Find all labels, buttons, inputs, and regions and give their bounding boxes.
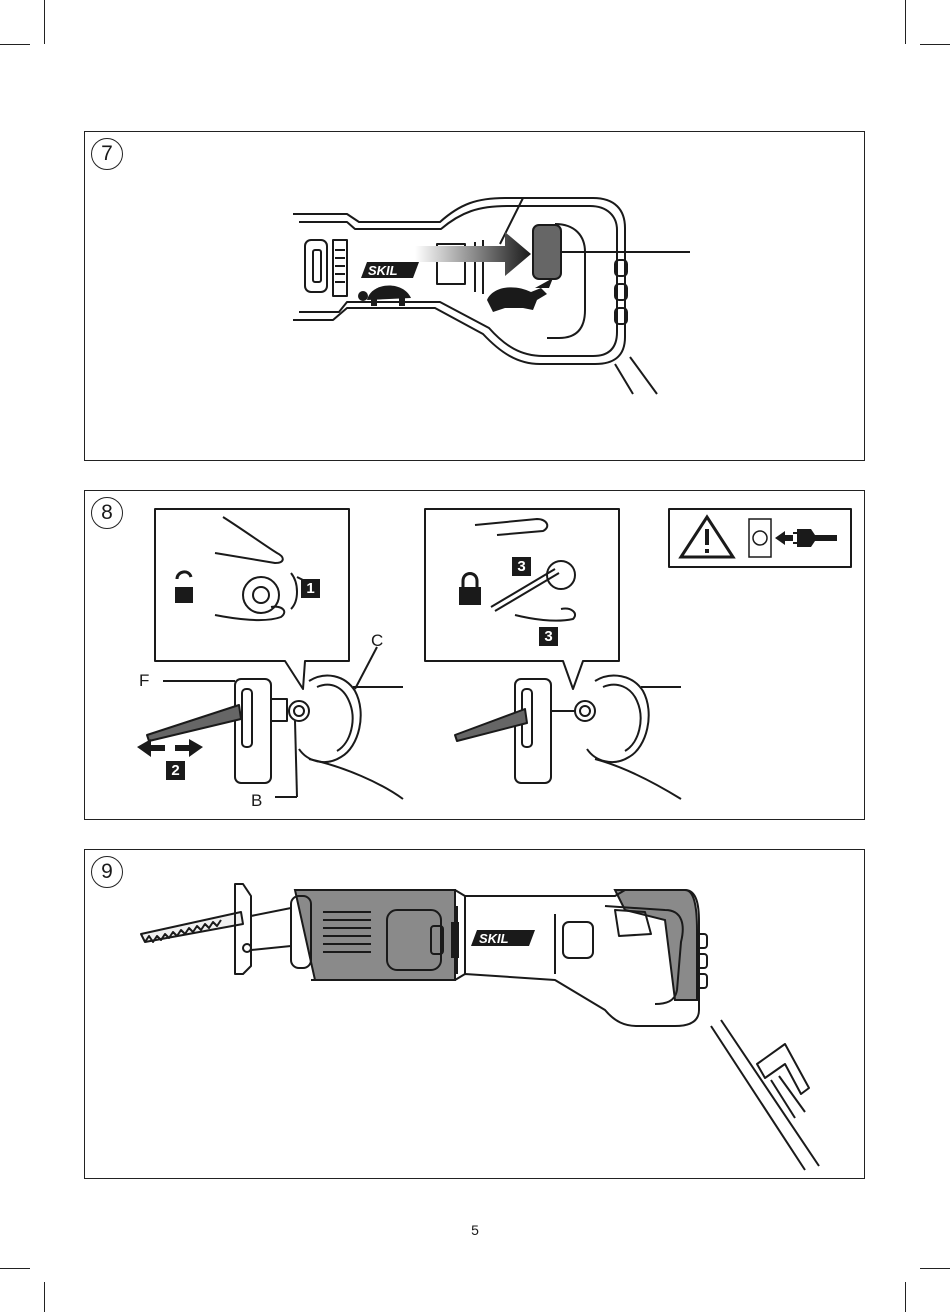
crop-mark — [44, 1282, 45, 1312]
callout-b: B — [251, 791, 262, 811]
arrow-icon — [415, 232, 531, 276]
arrow-icon — [175, 739, 203, 757]
speed-switch-illustration: SKIL — [85, 132, 866, 462]
step-badge: 1 — [301, 579, 320, 598]
warning-icon — [681, 517, 733, 557]
figure-number: 9 — [91, 856, 123, 888]
figure-7-panel: SKIL 7 — [84, 131, 865, 461]
crop-mark — [905, 1282, 906, 1312]
lock-closed-icon — [459, 574, 481, 606]
figure-8-panel: 8 F C B 1 2 3 3 — [84, 490, 865, 820]
callout-c: C — [371, 631, 383, 651]
step-badge: 2 — [166, 761, 185, 780]
unplug-icon — [749, 519, 837, 557]
speed-switch — [533, 225, 561, 279]
step-badge: 3 — [539, 627, 558, 646]
rabbit-icon — [487, 278, 553, 312]
crop-mark — [0, 1268, 30, 1269]
crop-mark — [44, 0, 45, 44]
crop-mark — [0, 44, 30, 45]
brand-logo: SKIL — [368, 263, 398, 278]
lock-open-icon — [175, 572, 193, 603]
crop-mark — [905, 0, 906, 44]
crop-mark — [920, 1268, 950, 1269]
callout-f: F — [139, 671, 149, 691]
step-badge: 3 — [512, 557, 531, 576]
hex-key-storage-illustration: SKIL — [85, 850, 866, 1180]
figure-9-panel: SKIL 9 — [84, 849, 865, 1179]
brand-logo: SKIL — [479, 931, 509, 946]
crop-mark — [920, 44, 950, 45]
figure-number: 7 — [91, 138, 123, 170]
figure-number: 8 — [91, 497, 123, 529]
page-number: 5 — [0, 1222, 950, 1238]
arrow-icon — [137, 739, 165, 757]
blade-change-illustration — [85, 491, 866, 821]
